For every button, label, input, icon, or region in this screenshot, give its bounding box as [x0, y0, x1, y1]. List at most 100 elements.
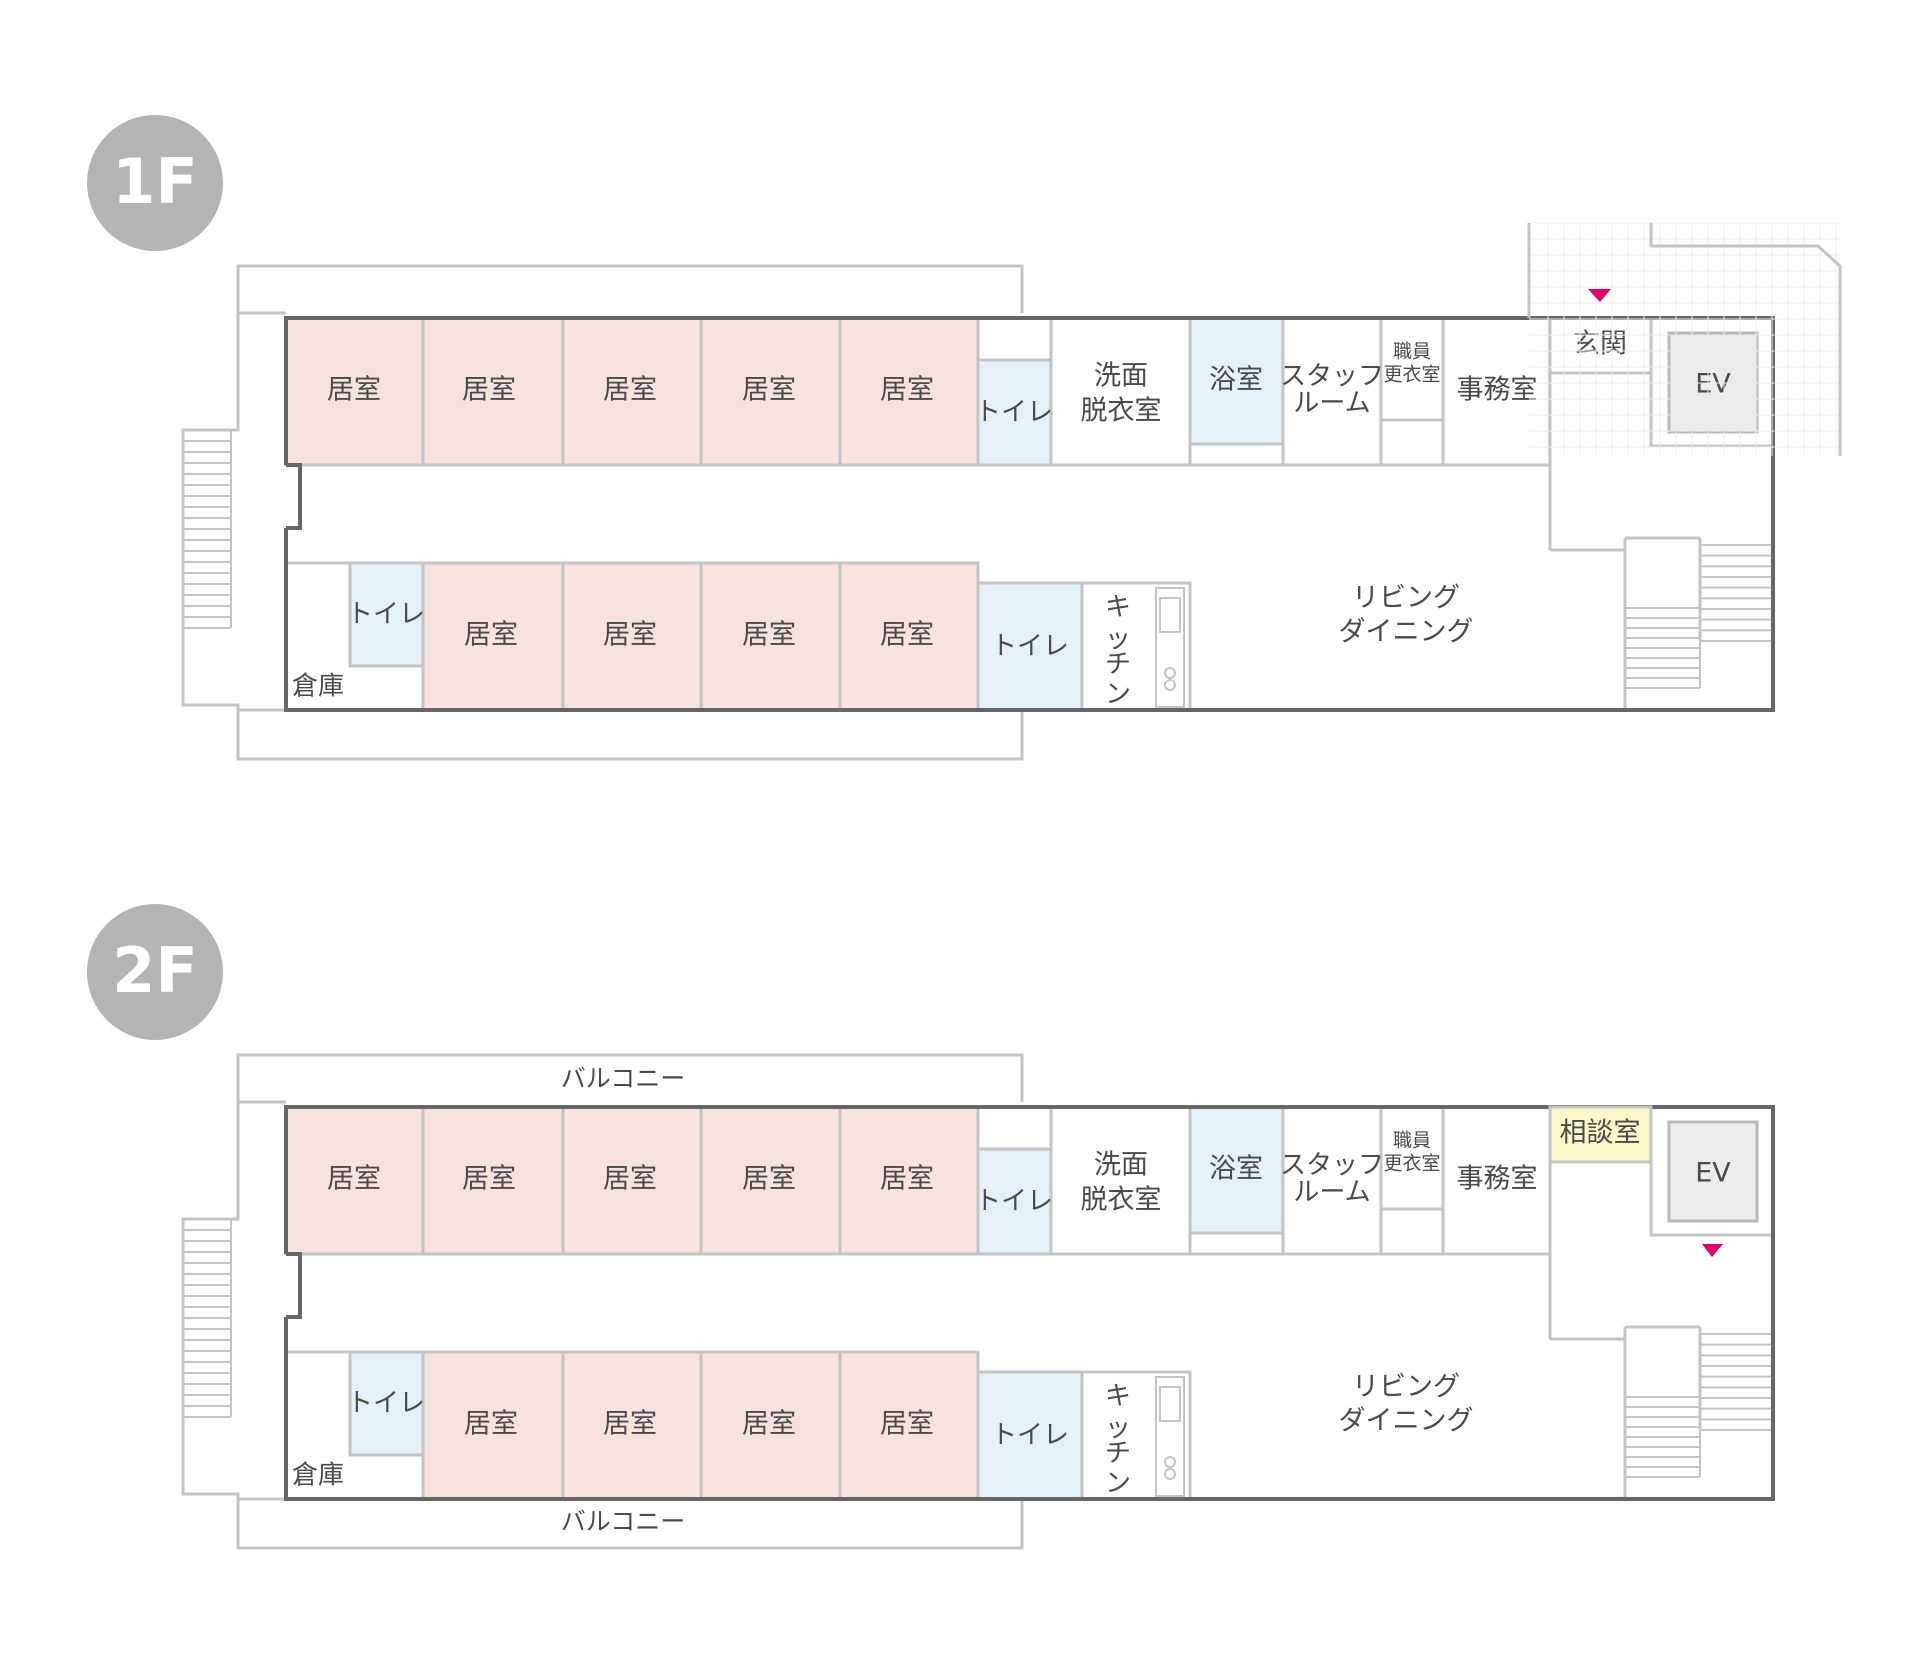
kitchen-counter	[1155, 1376, 1185, 1497]
bath-label: 浴室	[1209, 1154, 1263, 1185]
bath	[1188, 1105, 1285, 1235]
room-label: 居室	[603, 620, 657, 651]
interior-stairs-upper	[1699, 544, 1774, 642]
room-label: 居室	[742, 1164, 796, 1195]
outline-left-wing	[181, 266, 240, 759]
corner-room-label: 相談室	[1560, 1118, 1641, 1149]
bath-step	[1188, 1231, 1285, 1256]
entrance-terrace-grid	[1527, 222, 1842, 456]
room-label: 居室	[880, 1409, 934, 1440]
corner-room-label: 玄関	[1573, 329, 1627, 360]
staff-room-label: スタッフ	[1280, 1151, 1384, 1181]
staff-room-label: ルーム	[1293, 389, 1370, 419]
toilet-label: トイレ	[975, 1187, 1053, 1217]
building-shell	[284, 316, 1775, 712]
stove-burner	[1164, 1468, 1176, 1480]
room-label: 居室	[880, 620, 934, 651]
ev-label: EV	[1695, 1158, 1731, 1189]
toilet-label: トイレ	[347, 600, 425, 630]
corridor-notch	[286, 463, 302, 530]
washroom-label: 脱衣室	[1081, 1185, 1162, 1216]
kitchen-label: チ	[1105, 650, 1131, 680]
floor-badge-label: 2F	[112, 934, 198, 1007]
stove-burner	[1164, 667, 1176, 679]
outline-bottom	[236, 708, 1024, 761]
staff-room-label: ルーム	[1293, 1178, 1370, 1208]
corridor-notch	[286, 1252, 302, 1319]
ev-car	[1667, 1120, 1759, 1223]
locker-room-label: 更衣室	[1383, 1153, 1440, 1175]
resident-room-bottom-4	[838, 1350, 980, 1501]
room-label: 居室	[880, 375, 934, 406]
office-label: 事務室	[1457, 375, 1538, 406]
kitchen-label: キ	[1105, 593, 1131, 623]
washroom-label: 脱衣室	[1081, 396, 1162, 427]
room-label: 居室	[742, 620, 796, 651]
terrace-edge	[1649, 223, 1842, 456]
staff-room-label: スタッフ	[1280, 362, 1384, 392]
kitchen	[1080, 1370, 1192, 1501]
balcony-top-label: バルコニー	[561, 1064, 686, 1093]
living-dining-label: リビング	[1352, 583, 1460, 614]
room-label: 居室	[464, 1409, 518, 1440]
interior-stairs-lower	[1624, 607, 1701, 689]
kitchen-label: チ	[1105, 1439, 1131, 1469]
storage-label: 倉庫	[292, 1461, 344, 1491]
resident-room-top-4	[699, 316, 842, 467]
building-shell	[284, 1105, 1775, 1501]
entrance-marker-icon	[1702, 1244, 1723, 1257]
toilet-label: トイレ	[991, 632, 1069, 662]
exterior-stairs	[182, 429, 232, 629]
balcony-bottom-label: バルコニー	[561, 1507, 686, 1536]
room-label: 居室	[464, 620, 518, 651]
kitchen-label: ン	[1105, 680, 1131, 710]
room-label: 居室	[742, 1409, 796, 1440]
exterior-stairs	[182, 1218, 232, 1418]
outline-left-wing	[181, 1055, 240, 1548]
entrance-marker-icon	[1588, 289, 1611, 302]
resident-room-bottom-1	[421, 561, 565, 712]
kitchen	[1080, 581, 1192, 712]
floor-badge-label: 1F	[112, 145, 198, 218]
resident-room-top-1	[284, 316, 425, 467]
toilet-label: トイレ	[991, 1421, 1069, 1451]
resident-room-bottom-4	[838, 561, 980, 712]
resident-room-top-5	[838, 316, 980, 467]
floor-badge-circle	[87, 904, 223, 1040]
toilet-bottom	[976, 1370, 1084, 1501]
room-label: 居室	[603, 1164, 657, 1195]
living-dining-label: リビング	[1352, 1372, 1460, 1403]
floor-1f: 1F居室居室居室居室居室居室居室居室居室トイレトイレトイレ洗面脱衣室浴室スタッフ…	[87, 115, 1842, 761]
room-label: 居室	[880, 1164, 934, 1195]
toilet-bottom	[976, 581, 1084, 712]
resident-room-bottom-3	[699, 561, 842, 712]
living-dining-label: ダイニング	[1339, 1406, 1474, 1437]
outline-top	[236, 264, 1024, 315]
living-dining-label: ダイニング	[1339, 617, 1474, 648]
bath-label: 浴室	[1209, 365, 1263, 396]
washroom-label: 洗面	[1094, 361, 1148, 392]
stove-burner	[1164, 679, 1176, 691]
kitchen-sink	[1159, 597, 1181, 633]
kitchen-counter	[1155, 587, 1185, 708]
kitchen-label: キ	[1105, 1382, 1131, 1412]
resident-room-top-4	[699, 1105, 842, 1256]
resident-room-top-2	[421, 1105, 565, 1256]
floor-badge: 2F	[87, 904, 223, 1040]
consult-room	[1548, 1105, 1653, 1164]
stove-burner	[1164, 1456, 1176, 1468]
floor-2f: 2F居室居室居室居室居室居室居室居室居室トイレトイレトイレ洗面脱衣室浴室スタッフ…	[87, 904, 1775, 1550]
locker-room-label: 更衣室	[1383, 364, 1440, 386]
washroom-label: 洗面	[1094, 1150, 1148, 1181]
toilet-label: トイレ	[975, 398, 1053, 428]
ev-label: EV	[1695, 369, 1731, 400]
room-label: 居室	[603, 375, 657, 406]
kitchen-label: ッ	[1105, 1414, 1131, 1444]
bath-step	[1188, 442, 1285, 467]
toilet-label: トイレ	[347, 1389, 425, 1419]
interior-stairs-upper	[1699, 1333, 1774, 1431]
room-label: 居室	[327, 375, 381, 406]
office-label: 事務室	[1457, 1164, 1538, 1195]
resident-room-bottom-2	[561, 1350, 703, 1501]
toilet-top	[976, 358, 1053, 467]
